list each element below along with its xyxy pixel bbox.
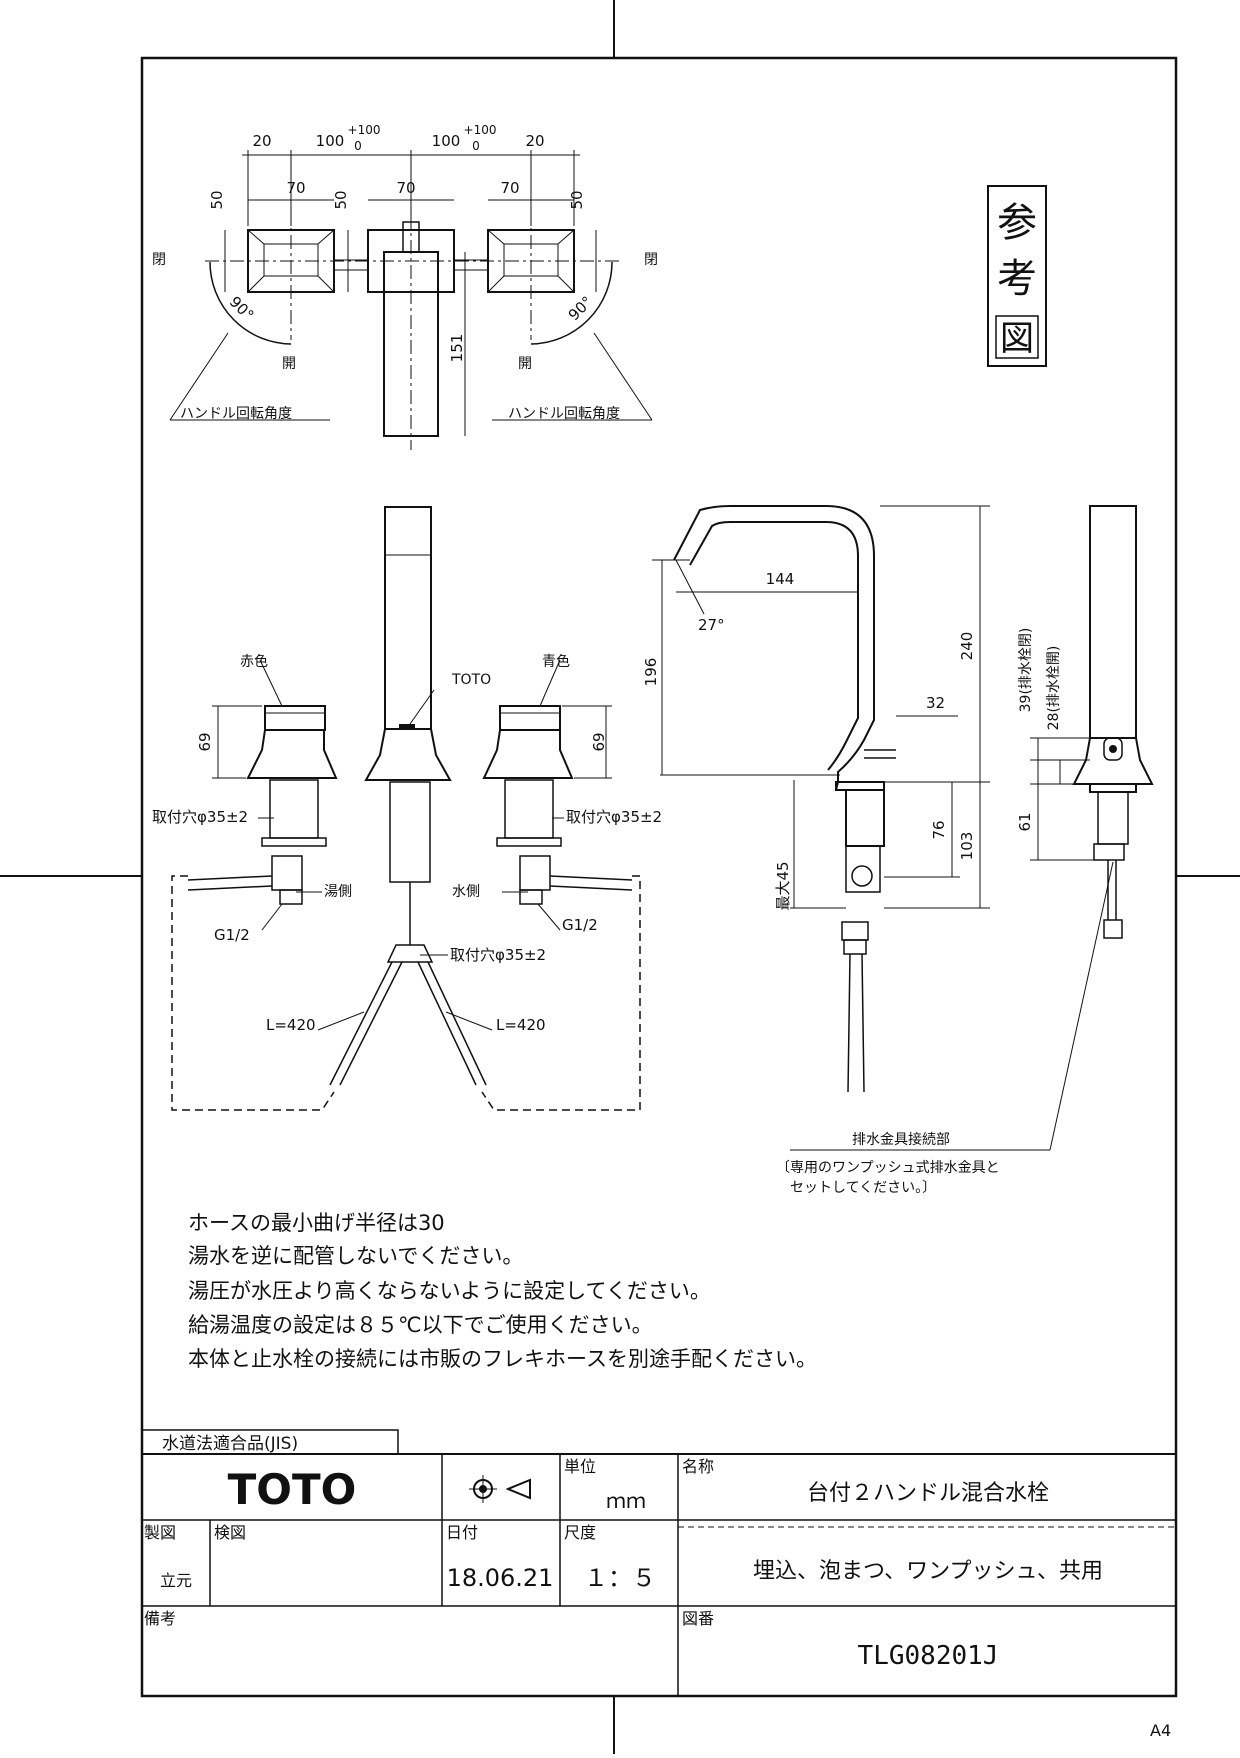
checker-label: 検図 <box>214 1523 246 1542</box>
dim-61: 61 <box>1016 812 1034 831</box>
front-view <box>171 506 641 1111</box>
label-open-right: 開 <box>518 356 532 372</box>
dim-27deg: 27° <box>698 616 725 634</box>
unit-label: 単位 <box>564 1457 596 1476</box>
dim-max45: 最大45 <box>774 861 792 910</box>
label-open-left: 開 <box>282 356 296 372</box>
scale-value: １：５ <box>584 1564 656 1592</box>
dim-28: 28(排水栓開) <box>1046 646 1062 731</box>
dim-151: 151 <box>448 334 466 363</box>
dwg-label: 図番 <box>682 1609 714 1628</box>
label-close-right: 閉 <box>644 252 658 268</box>
side-view <box>652 505 990 1093</box>
drafter-label: 製図 <box>144 1523 176 1542</box>
hole-left: 取付穴φ35±2 <box>152 808 248 826</box>
dim-50-a: 50 <box>208 190 226 209</box>
back-view <box>790 505 1154 1151</box>
svg-text:参: 参 <box>997 200 1037 246</box>
handle-angle-right: ハンドル回転角度 <box>508 406 620 422</box>
dim-70-c: 70 <box>500 179 519 197</box>
dim-69-left: 69 <box>196 732 214 751</box>
dim-20-right: 20 <box>525 132 544 150</box>
brand-logo: TOTO <box>228 1465 357 1514</box>
dim-50-b: 50 <box>332 190 350 209</box>
unit-value: ｍｍ <box>606 1489 646 1513</box>
dim-76: 76 <box>930 820 948 839</box>
paper-size: A4 <box>1150 1721 1171 1740</box>
dim-103: 103 <box>958 832 976 861</box>
dim-20-left: 20 <box>252 132 271 150</box>
dim-240: 240 <box>958 632 976 661</box>
tol-left-up: +100 <box>348 123 381 137</box>
angle-right: 90° <box>565 293 597 325</box>
dim-100-left: 100 <box>316 132 345 150</box>
g-left: G1/2 <box>214 926 250 944</box>
note-2: 湯水を逆に配管しないでください。 <box>188 1244 523 1268</box>
jis-label: 水道法適合品(JIS) <box>162 1434 298 1454</box>
date-value: 18.06.21 <box>447 1564 554 1592</box>
label-blue: 青色 <box>542 653 570 670</box>
angle-left: 90° <box>226 293 258 325</box>
name-label: 名称 <box>682 1457 714 1476</box>
name-value: 台付２ハンドル混合水栓 <box>807 1481 1049 1506</box>
note-4: 給湯温度の設定は８５℃以下でご使用ください。 <box>188 1313 653 1337</box>
dim-69-right: 69 <box>590 732 608 751</box>
dim-70-a: 70 <box>286 179 305 197</box>
dim-100-right: 100 <box>432 132 461 150</box>
title-block <box>141 1429 1176 1696</box>
label-cold-side: 水側 <box>452 884 480 900</box>
dim-39: 39(排水栓閉) <box>1018 628 1034 713</box>
hole-right: 取付穴φ35±2 <box>566 808 662 826</box>
dim-32: 32 <box>926 694 945 712</box>
dim-196: 196 <box>642 658 660 687</box>
tol-right-up: +100 <box>464 123 497 137</box>
label-close-left: 閉 <box>152 252 166 268</box>
scale-label: 尺度 <box>564 1523 596 1542</box>
label-drain-note-1: 〔専用のワンプッシュ式排水金具と <box>776 1160 1000 1176</box>
date-label: 日付 <box>446 1523 478 1542</box>
svg-text:図: 図 <box>1000 319 1034 359</box>
dim-50-c: 50 <box>568 190 586 209</box>
dim-144: 144 <box>766 570 795 588</box>
notes: ホースの最小曲げ半径は30 湯水を逆に配管しないでください。 湯圧が水圧より高く… <box>188 1211 817 1371</box>
label-drain-connection: 排水金具接続部 <box>852 1131 950 1148</box>
label-drain-note-2: セットしてください。〕 <box>790 1180 936 1196</box>
l-left: L=420 <box>266 1016 316 1034</box>
tol-right-dn: 0 <box>472 139 480 153</box>
label-hot-side: 湯側 <box>324 883 352 900</box>
label-toto-mark: TOTO <box>451 672 491 688</box>
note-3: 湯圧が水圧より高くならないように設定してください。 <box>188 1279 711 1303</box>
dim-70-b: 70 <box>396 179 415 197</box>
projection-symbol-icon <box>469 1475 531 1503</box>
top-view <box>169 150 653 450</box>
drawing-frame <box>140 56 1178 1698</box>
drafter-value: 立元 <box>160 1571 192 1590</box>
sub-value: 埋込、泡まつ、ワンプッシュ、共用 <box>753 1559 1103 1584</box>
svg-text:考: 考 <box>997 256 1037 302</box>
handle-angle-left: ハンドル回転角度 <box>180 406 292 422</box>
tol-left-dn: 0 <box>354 139 362 153</box>
note-5: 本体と止水栓の接続には市販のフレキホースを別途手配ください。 <box>188 1347 817 1371</box>
dwg-value: TLG08201J <box>858 1641 999 1671</box>
g-right: G1/2 <box>562 916 598 934</box>
remarks-label: 備考 <box>144 1609 176 1628</box>
hole-center: 取付穴φ35±2 <box>450 946 546 964</box>
label-red: 赤色 <box>240 653 268 670</box>
reference-stamp: 参 考 図 <box>987 185 1047 367</box>
l-right: L=420 <box>496 1016 546 1034</box>
note-1: ホースの最小曲げ半径は30 <box>188 1211 445 1235</box>
